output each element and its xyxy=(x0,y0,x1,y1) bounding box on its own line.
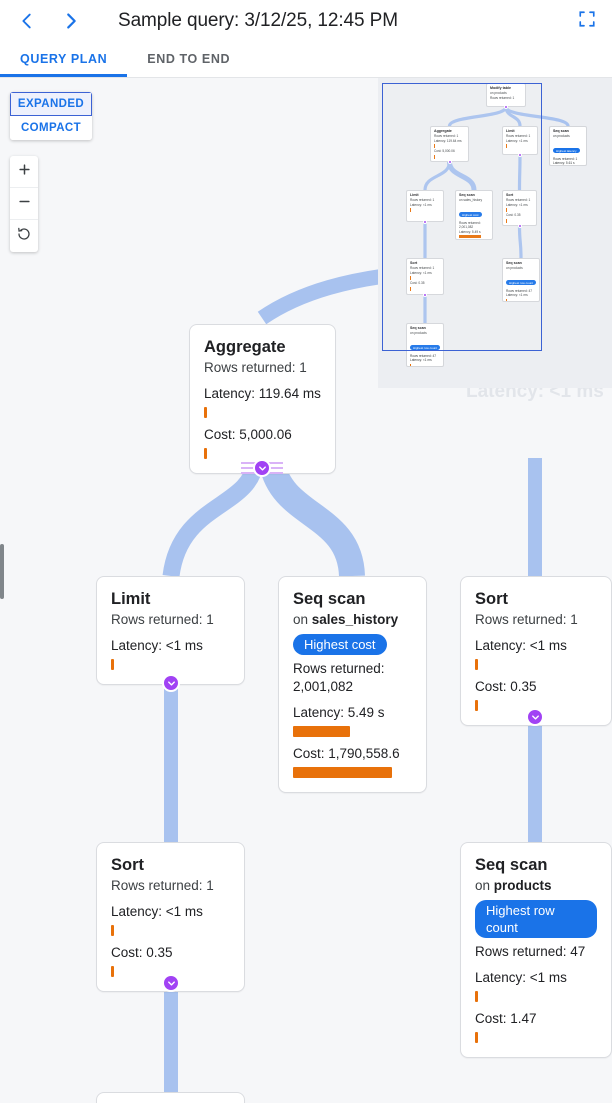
plan-node-seqscan-sales-history[interactable]: Seq scan on sales_history Highest cost R… xyxy=(278,576,427,793)
status-badge-highest-row-count: Highest row count xyxy=(475,900,597,938)
collapse-toggle-sort-bottom[interactable] xyxy=(162,974,180,992)
node-title: Seq scan xyxy=(475,856,548,874)
minimap-collapse-dot xyxy=(518,153,522,157)
back-button[interactable] xyxy=(10,4,44,38)
node-cost: Cost: 0.35 xyxy=(475,679,537,694)
tab-end-to-end[interactable]: END TO END xyxy=(147,52,231,66)
node-latency: Latency: 119.64 ms xyxy=(204,386,321,401)
collapse-toggle-limit[interactable] xyxy=(162,674,180,692)
cost-bar xyxy=(475,1032,478,1043)
mode-expanded-button[interactable]: EXPANDED xyxy=(10,92,92,116)
chevron-left-icon xyxy=(16,10,38,32)
minimap-collapse-dot xyxy=(504,105,508,109)
node-rows: Rows returned: 1 xyxy=(204,360,307,375)
latency-bar xyxy=(475,991,478,1002)
zoom-controls xyxy=(10,156,38,252)
node-latency: Latency: <1 ms xyxy=(475,638,567,653)
node-rows: Rows returned: 47 xyxy=(475,944,586,959)
latency-bar xyxy=(111,925,114,936)
plan-node-aggregate[interactable]: Aggregate Rows returned: 1 Latency: 119.… xyxy=(189,324,336,474)
plus-icon xyxy=(17,161,32,182)
latency-bar xyxy=(204,407,207,418)
vertical-scrollbar[interactable] xyxy=(0,544,4,599)
view-mode-toggle: EXPANDED COMPACT xyxy=(10,92,92,140)
plan-node-sort-bottom[interactable]: Sort Rows returned: 1 Latency: <1 ms Cos… xyxy=(96,842,245,992)
node-title: Sort xyxy=(111,856,144,874)
fullscreen-button[interactable] xyxy=(574,8,600,34)
minus-icon xyxy=(17,193,32,214)
latency-bar xyxy=(111,659,114,670)
forward-button[interactable] xyxy=(54,4,88,38)
status-badge-highest-cost: Highest cost xyxy=(293,634,387,655)
node-relation: on products xyxy=(475,878,552,893)
tab-query-plan[interactable]: QUERY PLAN xyxy=(0,41,128,77)
plan-node-sort-top[interactable]: Sort Rows returned: 1 Latency: <1 ms Cos… xyxy=(460,576,612,726)
node-cost: Cost: 1.47 xyxy=(475,1011,537,1026)
node-title: Seq scan xyxy=(293,590,366,608)
node-cost: Cost: 1,790,558.6 xyxy=(293,746,400,761)
plan-node-limit[interactable]: Limit Rows returned: 1 Latency: <1 ms xyxy=(96,576,245,685)
latency-bar xyxy=(475,659,478,670)
minimap-collapse-dot xyxy=(423,220,427,224)
fullscreen-icon xyxy=(578,10,596,33)
node-latency: Latency: <1 ms xyxy=(111,638,203,653)
cost-bar xyxy=(475,700,478,711)
cost-bar xyxy=(204,448,207,459)
node-cost: Cost: 0.35 xyxy=(111,945,173,960)
mode-compact-button[interactable]: COMPACT xyxy=(10,116,92,140)
node-rows: Rows returned: 2,001,082 xyxy=(293,661,385,694)
node-relation: on sales_history xyxy=(293,612,399,627)
node-title: Sort xyxy=(475,590,508,608)
node-latency: Latency: 5.49 s xyxy=(293,705,385,720)
plan-node-seqscan-products-right[interactable]: Seq scan on products Highest row count R… xyxy=(460,842,612,1058)
node-rows: Rows returned: 1 xyxy=(475,612,578,627)
node-latency: Latency: <1 ms xyxy=(111,904,203,919)
node-cost: Cost: 5,000.06 xyxy=(204,427,292,442)
tab-bar: QUERY PLAN END TO END xyxy=(0,41,612,78)
cost-bar xyxy=(111,966,114,977)
node-rows: Rows returned: 1 xyxy=(111,612,214,627)
node-rows: Rows returned: 1 xyxy=(111,878,214,893)
collapse-toggle-aggregate[interactable] xyxy=(253,459,271,477)
app-header: Sample query: 3/12/25, 12:45 PM xyxy=(0,0,612,41)
collapse-toggle-sort-top[interactable] xyxy=(526,708,544,726)
latency-bar xyxy=(293,726,350,737)
node-latency: Latency: <1 ms xyxy=(475,970,567,985)
node-title: Aggregate xyxy=(204,338,286,356)
minimap-edge-layer xyxy=(423,106,570,323)
cost-bar xyxy=(293,767,392,778)
reset-zoom-button[interactable] xyxy=(10,220,38,252)
minimap-collapse-dot xyxy=(517,224,522,228)
zoom-in-button[interactable] xyxy=(10,156,38,188)
page-title: Sample query: 3/12/25, 12:45 PM xyxy=(118,9,398,31)
plan-node-seqscan-products-bottom[interactable]: Seq scan on products Highest row count R… xyxy=(96,1092,245,1103)
zoom-out-button[interactable] xyxy=(10,188,38,220)
reset-rotate-icon xyxy=(16,226,32,247)
minimap-collapse-dot xyxy=(423,293,427,297)
node-title: Limit xyxy=(111,590,151,608)
minimap-collapse-dot xyxy=(447,160,452,164)
chevron-right-icon xyxy=(60,10,82,32)
query-plan-canvas[interactable]: Modify table on products Rows returned L… xyxy=(0,78,612,1103)
